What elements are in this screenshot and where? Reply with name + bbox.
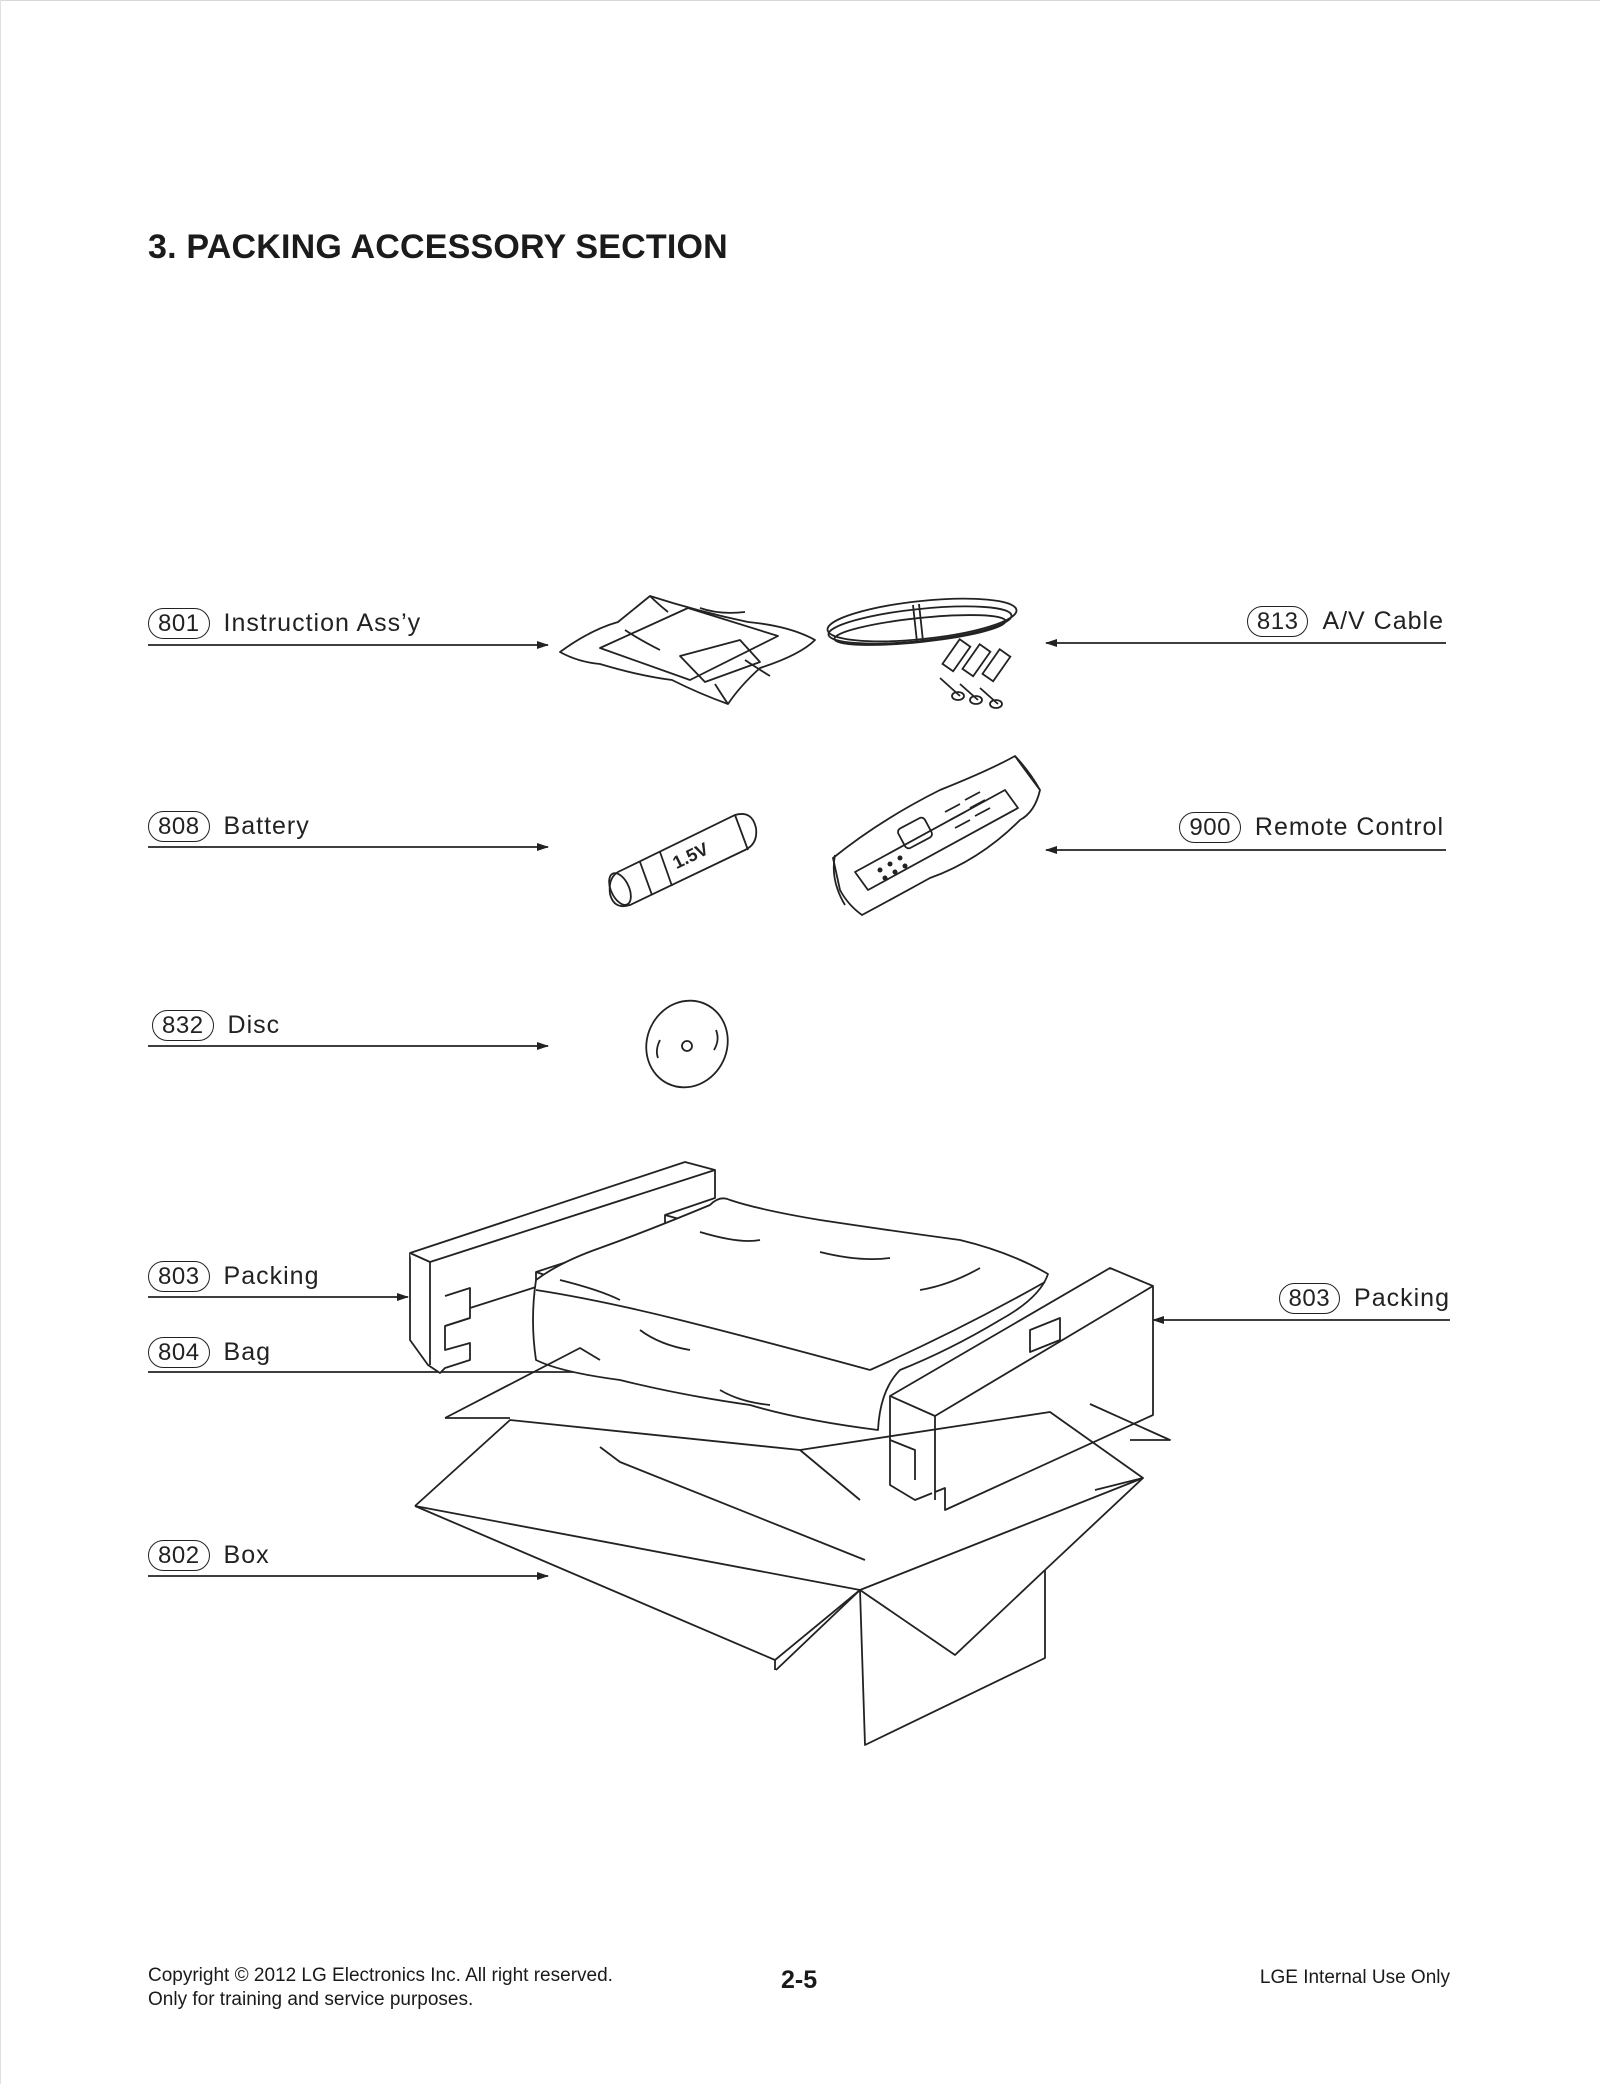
- part-name: Packing: [223, 1262, 320, 1290]
- part-name: Battery: [223, 812, 310, 840]
- part-name: A/V Cable: [1322, 607, 1444, 635]
- part-label-remote-control: 900 Remote Control: [1179, 812, 1444, 843]
- part-name: Instruction Ass’y: [223, 609, 422, 637]
- footer-copyright: Copyright © 2012 LG Electronics Inc. All…: [148, 1965, 613, 1986]
- footer-classification: LGE Internal Use Only: [1259, 1967, 1450, 1988]
- part-label-bag: 804 Bag: [148, 1337, 271, 1368]
- part-name: Disc: [227, 1011, 281, 1039]
- leader-lines: [148, 639, 1450, 1580]
- part-code-badge: 801: [148, 608, 210, 639]
- part-label-instruction: 801 Instruction Ass’y: [148, 608, 421, 639]
- footer-copyright-block: Copyright © 2012 LG Electronics Inc. All…: [148, 1964, 613, 2012]
- part-code-badge: 804: [148, 1337, 210, 1368]
- part-label-packing-right: 803 Packing: [1278, 1283, 1451, 1314]
- battery-drawing: 1.5V: [608, 813, 758, 908]
- page-number: 2-5: [781, 1966, 818, 1994]
- disc-drawing: [645, 999, 729, 1089]
- instruction-manual-drawing: [559, 595, 816, 705]
- part-label-disc: 832 Disc: [152, 1010, 280, 1041]
- part-code-badge: 832: [152, 1010, 214, 1041]
- part-name: Bag: [223, 1338, 272, 1366]
- part-name: Packing: [1354, 1284, 1450, 1312]
- part-code-badge: 900: [1179, 812, 1241, 843]
- box-drawing: [414, 1347, 1171, 1746]
- part-label-packing-left: 803 Packing: [148, 1261, 320, 1292]
- footer-note: Only for training and service purposes.: [148, 1989, 474, 2010]
- part-code-badge: 813: [1246, 606, 1309, 637]
- part-label-av-cable: 813 A/V Cable: [1246, 606, 1444, 637]
- page-left-border: [0, 0, 1, 2084]
- part-label-battery: 808 Battery: [148, 811, 310, 842]
- part-name: Remote Control: [1254, 813, 1444, 841]
- remote-control-drawing: [832, 755, 1041, 916]
- packing-right-drawing: [889, 1267, 1154, 1511]
- part-code-badge: 803: [148, 1261, 210, 1292]
- page-top-border: [0, 0, 1600, 1]
- part-code-badge: 802: [148, 1540, 210, 1571]
- part-label-box: 802 Box: [148, 1540, 270, 1571]
- part-name: Box: [223, 1541, 270, 1569]
- section-title: 3. PACKING ACCESSORY SECTION: [148, 228, 728, 266]
- av-cable-drawing: [826, 597, 1018, 709]
- part-code-badge: 803: [1278, 1283, 1341, 1314]
- part-code-badge: 808: [148, 811, 210, 842]
- bag-drawing: [532, 1197, 1049, 1431]
